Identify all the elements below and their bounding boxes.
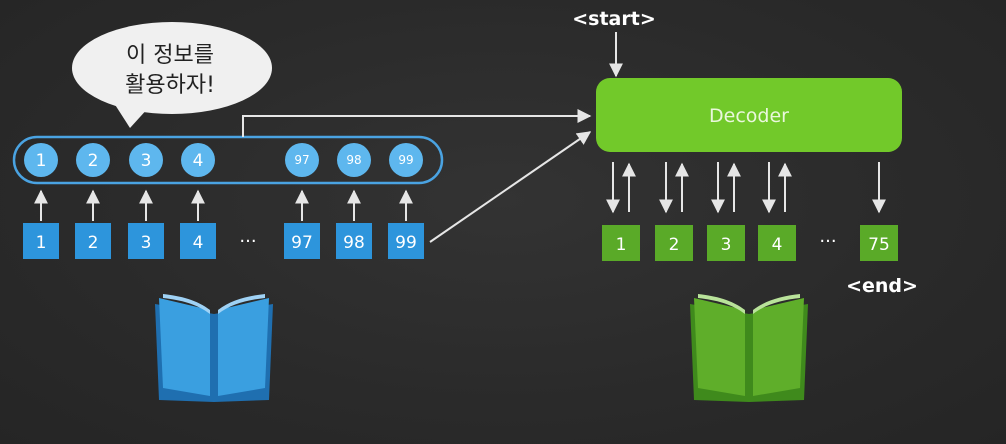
hidden-state-1 <box>24 143 58 177</box>
hidden-state-2 <box>76 143 110 177</box>
hidden-state-97 <box>285 143 319 177</box>
speech-bubble: 이 정보를 활용하자! <box>72 22 272 128</box>
start-token: <start> <box>572 8 656 30</box>
decoder-arrows <box>606 162 886 214</box>
input-token-99 <box>388 223 424 259</box>
input-token-4 <box>180 223 216 259</box>
encoder-inputs: 1 2 3 4 97 98 99 <box>23 223 424 259</box>
hidden-state-label: 97 <box>294 153 309 167</box>
input-token-label: 1 <box>36 233 47 253</box>
input-token-2 <box>75 223 111 259</box>
context-arrow <box>242 109 592 137</box>
output-token-label: 2 <box>669 235 680 255</box>
output-token-label: 4 <box>772 235 783 255</box>
decoder-box <box>596 78 902 152</box>
input-token-label: 98 <box>343 233 365 253</box>
hidden-state-4 <box>181 143 215 177</box>
input-token-97 <box>284 223 320 259</box>
input-token-label: 3 <box>141 233 152 253</box>
bubble-line-1: 이 정보를 <box>126 43 214 68</box>
hidden-state-label: 1 <box>36 151 47 171</box>
hidden-state-label: 99 <box>398 153 413 167</box>
hidden-state-label: 98 <box>346 153 361 167</box>
decoder-outputs: 1 2 3 4 75 <box>602 225 898 261</box>
encoder-ellipsis: ··· <box>239 231 256 252</box>
open-book-icon <box>155 294 273 402</box>
bubble-line-2: 활용하자! <box>125 73 215 98</box>
output-token-3 <box>707 225 745 261</box>
hidden-state-label: 3 <box>141 151 152 171</box>
input-token-3 <box>128 223 164 259</box>
input-token-98 <box>336 223 372 259</box>
output-token-4 <box>758 225 796 261</box>
hidden-state-label: 4 <box>193 151 204 171</box>
input-token-label: 97 <box>291 233 313 253</box>
input-token-label: 99 <box>395 233 417 253</box>
hidden-state-98 <box>337 143 371 177</box>
last-input-arrow <box>429 131 592 243</box>
decoder-ellipsis: ··· <box>819 231 836 252</box>
decoder-title: Decoder <box>709 105 789 127</box>
output-token-2 <box>655 225 693 261</box>
output-token-label: 1 <box>616 235 627 255</box>
output-token-label: 75 <box>868 235 890 255</box>
open-book-icon <box>690 294 808 402</box>
input-token-label: 4 <box>193 233 204 253</box>
encoder-hidden-states: 1 2 3 4 97 98 99 <box>24 143 423 177</box>
encoder-hidden-states-container <box>12 135 444 185</box>
input-token-label: 2 <box>88 233 99 253</box>
hidden-state-label: 2 <box>88 151 99 171</box>
output-token-label: 3 <box>721 235 732 255</box>
input-token-1 <box>23 223 59 259</box>
output-token-1 <box>602 225 640 261</box>
hidden-state-3 <box>129 143 163 177</box>
hidden-state-99 <box>389 143 423 177</box>
encoder-input-arrows <box>34 189 413 221</box>
end-token: <end> <box>846 275 918 297</box>
output-token-75 <box>860 225 898 261</box>
